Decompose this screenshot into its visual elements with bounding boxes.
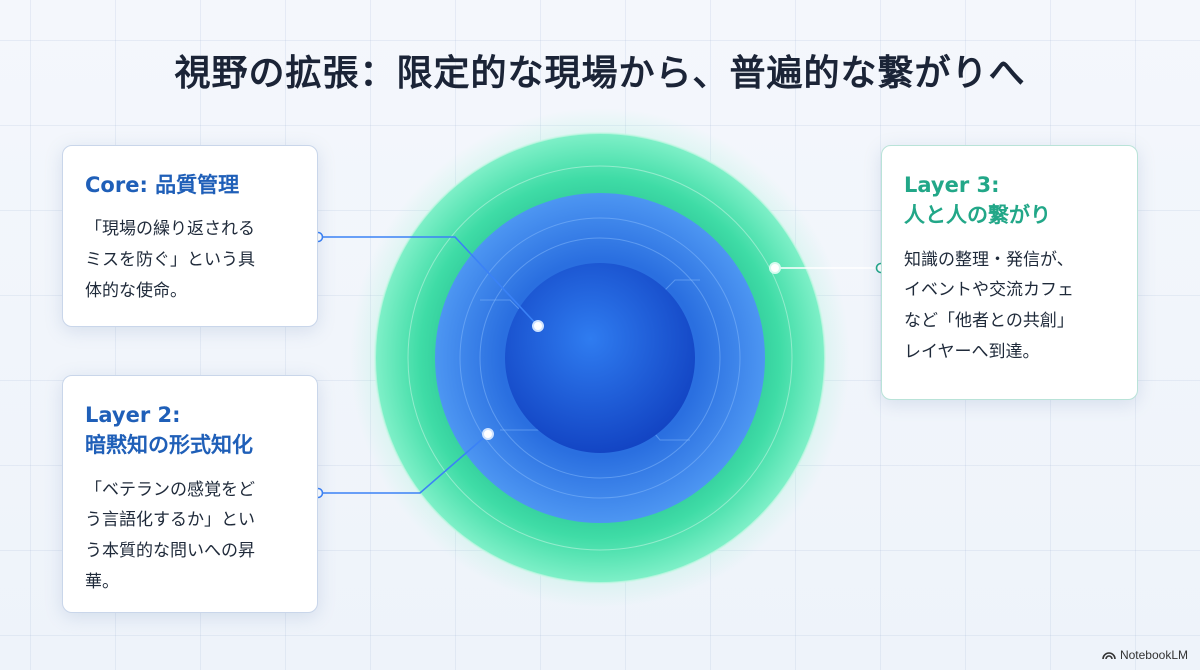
core-card: Core: 品質管理 「現場の繰り返される ミスを防ぐ」という具 体的な使命。: [62, 145, 318, 327]
layer3-card-body-line: イベントや交流カフェ: [904, 280, 1074, 301]
dot-layer2: [482, 428, 494, 440]
core-circle: [505, 263, 695, 453]
layer2-card-body: 「ベテランの感覚をど う言語化するか」とい う本質的な問いへの昇 華。: [85, 475, 295, 597]
layer3-card-title: Layer 3: 人と人の繋がり: [904, 170, 1115, 231]
layer3-card: Layer 3: 人と人の繋がり 知識の整理・発信が、 イベントや交流カフェ な…: [881, 145, 1138, 400]
connector-core: [318, 236, 539, 327]
layer2-card-body-line: 華。: [85, 571, 119, 592]
dot-layer3: [769, 262, 781, 274]
layer2-card-title-line: 暗黙知の形式知化: [85, 433, 253, 458]
core-card-title-line: Core: 品質管理: [85, 173, 240, 197]
core-card-title: Core: 品質管理: [85, 170, 295, 200]
page-title: 視野の拡張：限定的な現場から、普遍的な繋がりへ: [174, 53, 1026, 94]
brand-label: NotebookLM: [1119, 648, 1188, 662]
layer3-card-body-line: レイヤーへ到達。: [904, 341, 1040, 362]
connector-lines: [318, 236, 881, 494]
layer3-inner-arc: [407, 165, 793, 551]
connector-layer2: [318, 433, 489, 494]
notebooklm-watermark: NotebookLM: [1102, 648, 1188, 662]
core-card-body: 「現場の繰り返される ミスを防ぐ」という具 体的な使命。: [85, 214, 295, 306]
layer3-card-body: 知識の整理・発信が、 イベントや交流カフェ など「他者との共創」 レイヤーへ到達…: [904, 245, 1115, 367]
dot-core: [532, 320, 544, 332]
layer3-card-body-line: など「他者との共創」: [904, 311, 1074, 332]
layer3-card-title-line: Layer 3:: [904, 173, 1000, 197]
core-card-body-line: 「現場の繰り返される: [85, 219, 255, 240]
layer3-card-title-line: 人と人の繋がり: [904, 203, 1051, 228]
layer3-ring-edge: [374, 132, 826, 584]
layer2-card-title-line: Layer 2:: [85, 403, 181, 427]
core-card-body-line: ミスを防ぐ」という具: [85, 250, 255, 271]
layer2-card: Layer 2: 暗黙知の形式知化 「ベテランの感覚をど う言語化するか」とい …: [62, 375, 318, 613]
layer3-card-body-line: 知識の整理・発信が、: [904, 249, 1074, 270]
core-card-body-line: 体的な使命。: [85, 280, 187, 301]
layer2-card-body-line: う言語化するか」とい: [85, 510, 255, 531]
layer2-card-title: Layer 2: 暗黙知の形式知化: [85, 400, 295, 461]
notebooklm-logo-icon: [1102, 652, 1116, 660]
layer2-card-body-line: 「ベテランの感覚をど: [85, 479, 255, 500]
layer2-card-body-line: う本質的な問いへの昇: [85, 541, 255, 562]
